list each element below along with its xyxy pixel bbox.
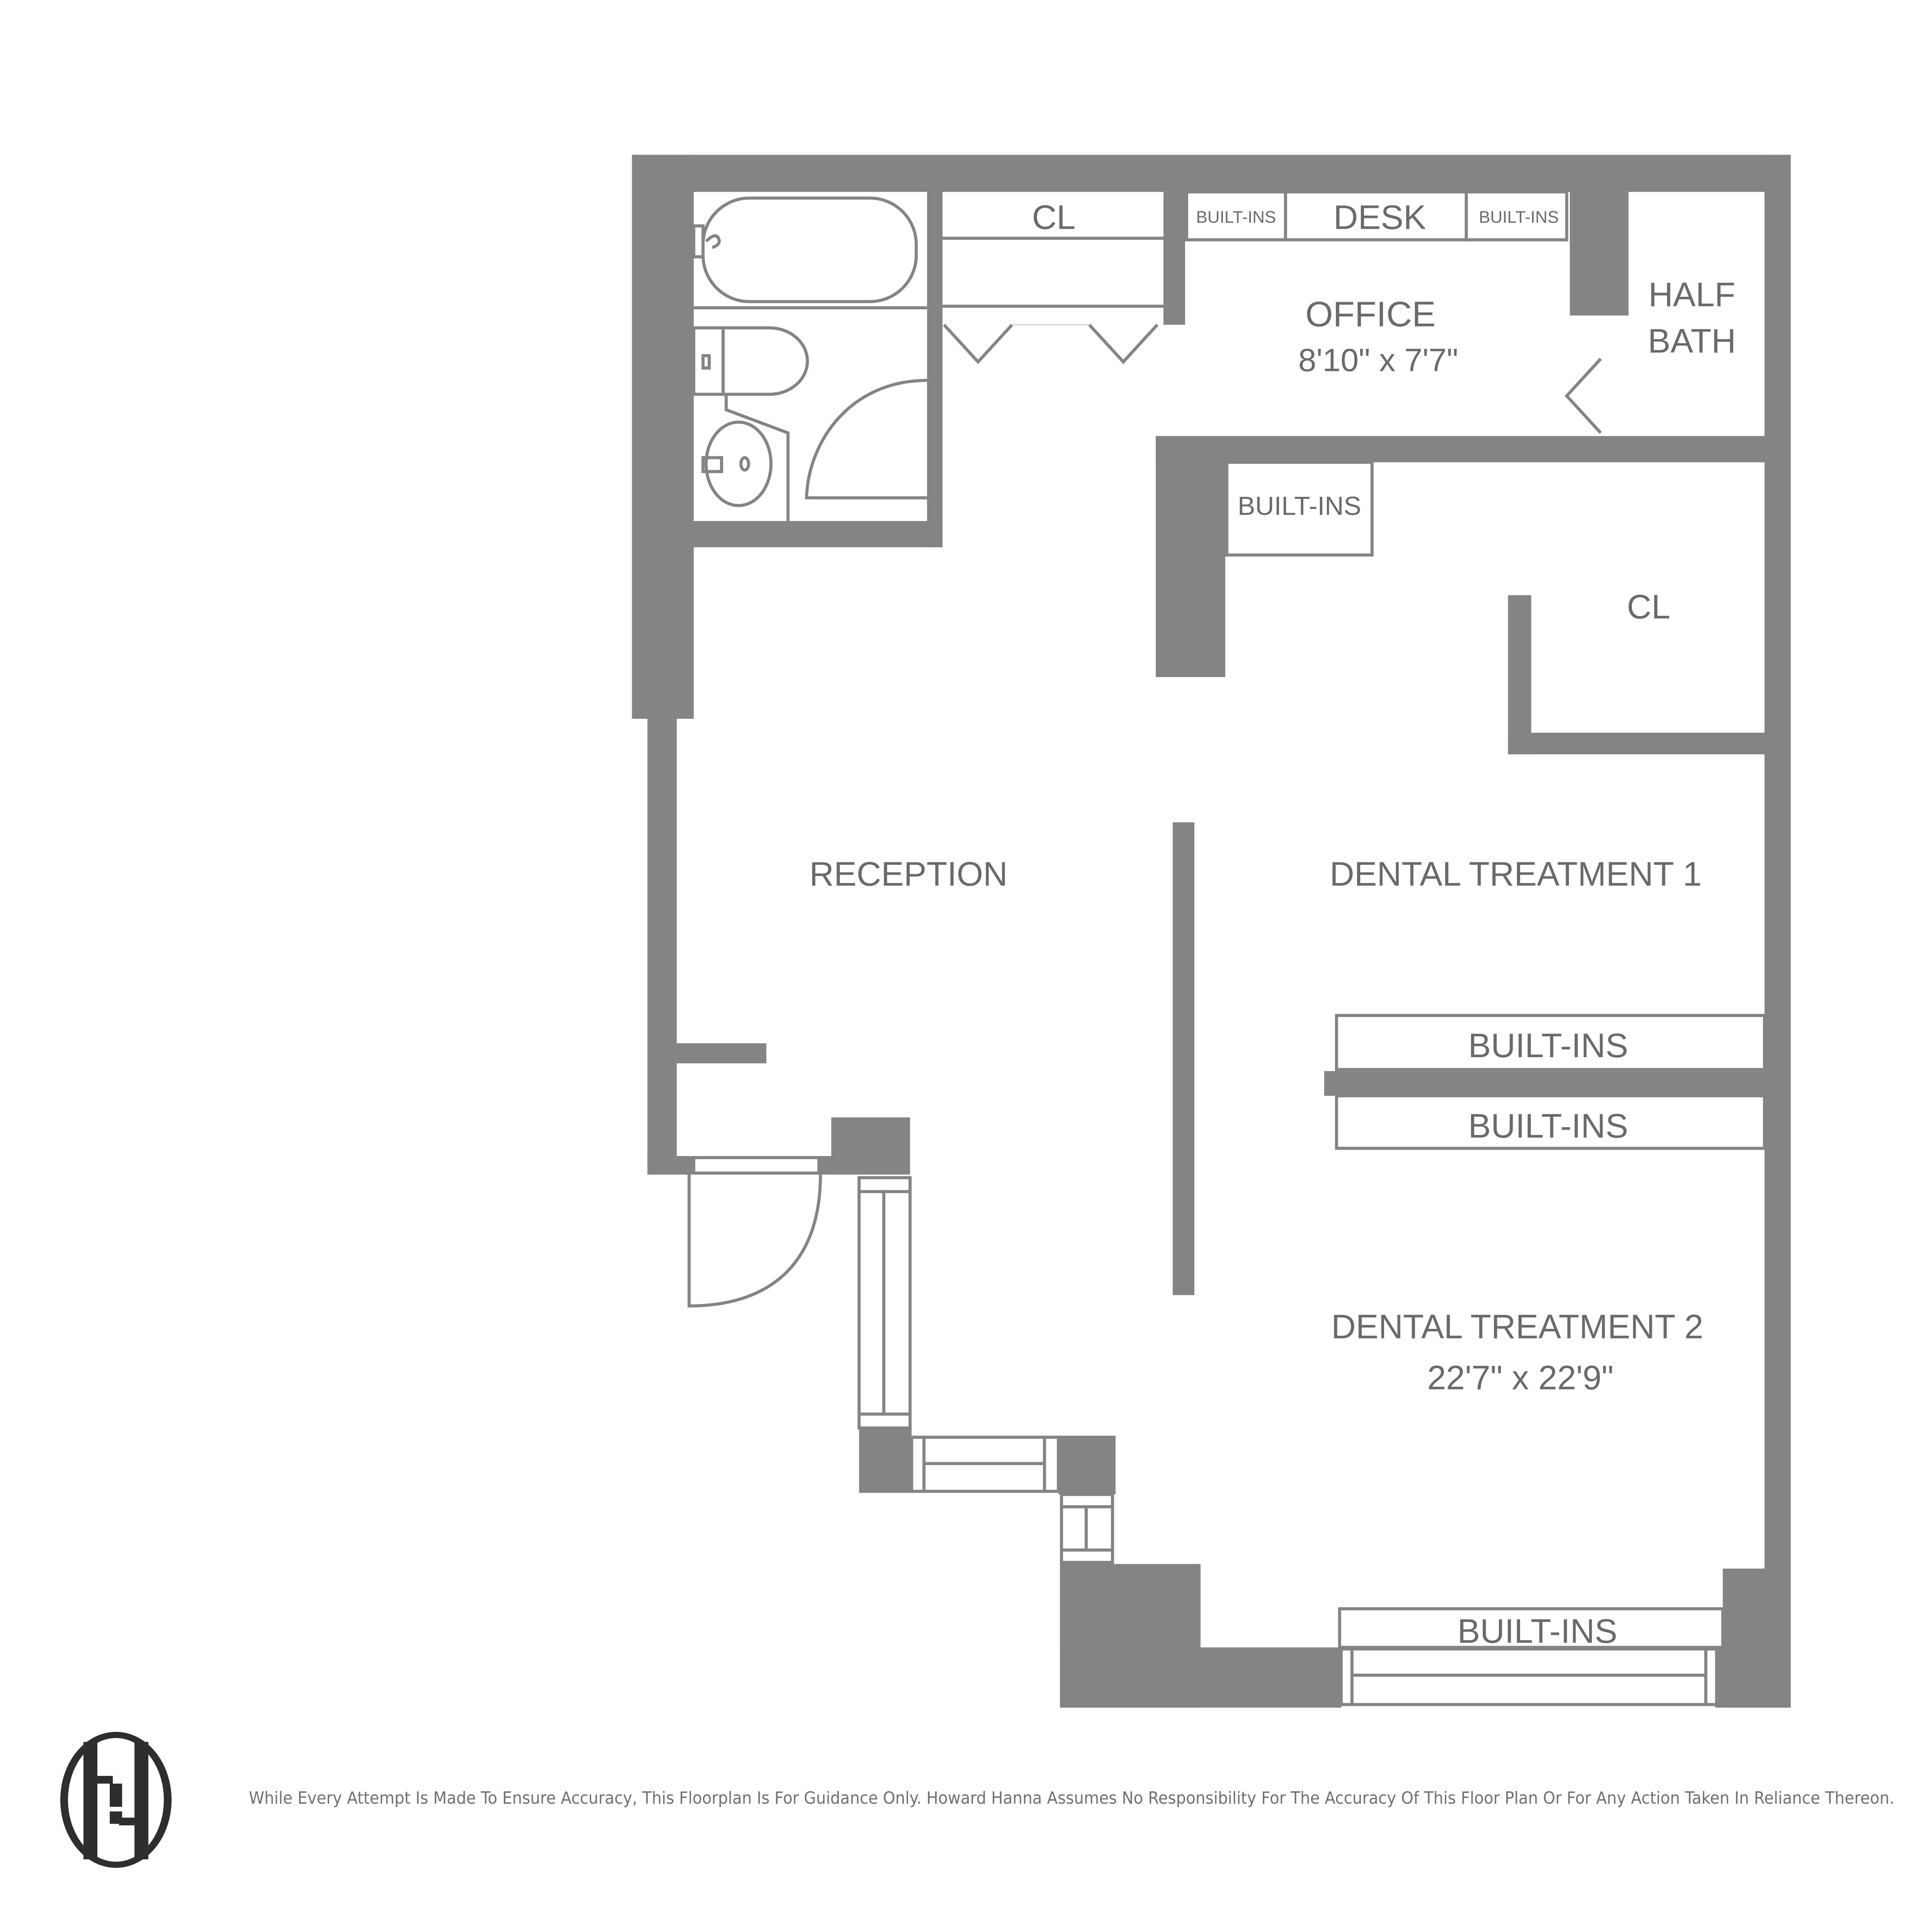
dental-treatment-2: BUILT-INS DENTAL TREATMENT 2 22'7" x 22'… bbox=[1331, 1094, 1766, 1706]
svg-text:RECEPTION: RECEPTION bbox=[810, 855, 1008, 893]
door-swing-icon bbox=[1565, 357, 1602, 434]
toilet-icon bbox=[692, 326, 809, 396]
svg-text:BATH: BATH bbox=[1648, 322, 1736, 360]
reception: RECEPTION bbox=[687, 855, 1114, 1564]
svg-text:CL: CL bbox=[1627, 587, 1670, 626]
closet-right: CL bbox=[1627, 587, 1670, 626]
svg-text:OFFICE: OFFICE bbox=[1305, 295, 1435, 334]
svg-text:BUILT-INS: BUILT-INS bbox=[1468, 1107, 1628, 1145]
svg-text:DESK: DESK bbox=[1333, 198, 1426, 236]
dental-treatment-1: DENTAL TREATMENT 1 BUILT-INS bbox=[1330, 855, 1766, 1071]
entry-door-icon bbox=[687, 1156, 822, 1308]
svg-text:HALF: HALF bbox=[1648, 276, 1735, 314]
sink-icon bbox=[701, 394, 790, 521]
svg-text:DENTAL TREATMENT 2: DENTAL TREATMENT 2 bbox=[1331, 1308, 1703, 1346]
howard-hanna-logo-icon bbox=[60, 1732, 172, 1868]
svg-text:8'10" x 7'7": 8'10" x 7'7" bbox=[1298, 342, 1458, 378]
window-icon bbox=[857, 1176, 912, 1430]
svg-text:22'7" x 22'9": 22'7" x 22'9" bbox=[1427, 1359, 1614, 1397]
walls bbox=[632, 155, 1791, 1708]
window-icon bbox=[1060, 1493, 1114, 1564]
svg-text:BUILT-INS: BUILT-INS bbox=[1479, 208, 1559, 227]
svg-text:BUILT-INS: BUILT-INS bbox=[1458, 1612, 1617, 1650]
full-bath bbox=[692, 196, 940, 521]
bathtub-icon bbox=[701, 196, 918, 303]
half-bath: HALF BATH bbox=[1648, 276, 1736, 360]
bifold-door-icon bbox=[943, 323, 1158, 364]
closet-top: CL bbox=[942, 198, 1164, 364]
svg-text:BUILT-INS: BUILT-INS bbox=[1196, 208, 1276, 227]
disclaimer-text: While Every Attempt Is Made To Ensure Ac… bbox=[249, 1788, 1895, 1808]
hall-built-ins: BUILT-INS bbox=[1225, 461, 1374, 557]
window-icon bbox=[910, 1435, 1060, 1493]
window-icon bbox=[1339, 1647, 1718, 1706]
office: BUILT-INS DESK BUILT-INS OFFICE 8'10" x … bbox=[1185, 190, 1602, 434]
svg-text:DENTAL TREATMENT 1: DENTAL TREATMENT 1 bbox=[1330, 855, 1702, 893]
svg-text:BUILT-INS: BUILT-INS bbox=[1238, 491, 1361, 520]
shower-icon bbox=[805, 379, 927, 500]
svg-text:CL: CL bbox=[1032, 198, 1075, 236]
svg-text:BUILT-INS: BUILT-INS bbox=[1468, 1026, 1628, 1065]
